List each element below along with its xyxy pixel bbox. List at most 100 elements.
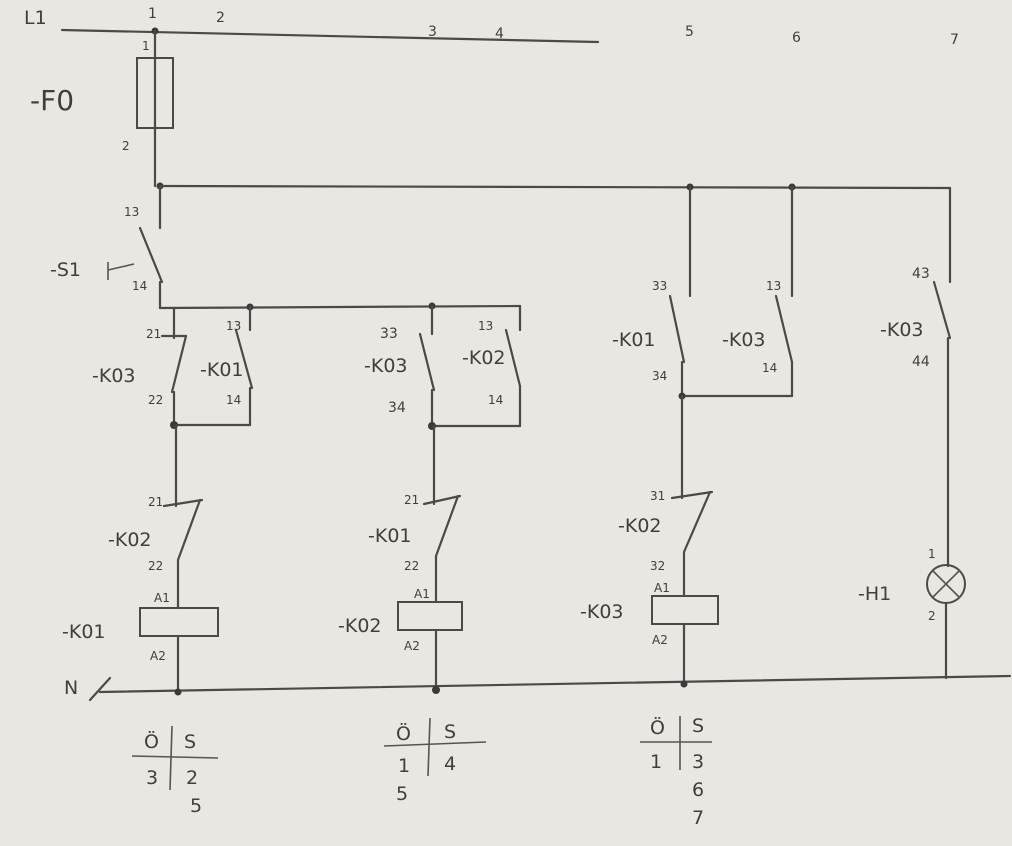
terminal-label: 21 bbox=[146, 327, 161, 341]
supply-rails: L1 N bbox=[24, 7, 1012, 702]
contact-blade bbox=[682, 490, 712, 554]
phase-rail bbox=[60, 28, 600, 44]
contact-tag: -K03 bbox=[92, 365, 136, 387]
table-cell: 2 bbox=[186, 767, 198, 789]
table-cell: 3 bbox=[692, 751, 704, 773]
table-divider bbox=[169, 725, 173, 791]
column-number: 2 bbox=[216, 10, 225, 26]
contact-blade bbox=[774, 294, 794, 364]
contact-blade bbox=[932, 280, 952, 340]
terminal-label: 21 bbox=[404, 493, 419, 507]
phase-label: L1 bbox=[24, 7, 47, 29]
table-rule bbox=[383, 741, 487, 747]
terminal-label: 34 bbox=[388, 400, 406, 416]
terminal-label: A1 bbox=[414, 587, 430, 601]
table-head-right: S bbox=[444, 721, 456, 743]
junction-dot bbox=[174, 688, 182, 696]
table-cell: 1 bbox=[650, 751, 662, 773]
terminal-label: 1 bbox=[928, 547, 936, 561]
contact-blade bbox=[434, 494, 460, 558]
contact-tag: -K02 bbox=[462, 347, 506, 369]
path-1: -K03 21 22 -K01 13 14 -K02 21 22 -K01 A1… bbox=[62, 305, 254, 817]
table-cell: 3 bbox=[146, 767, 158, 789]
neutral-rail bbox=[98, 674, 1012, 694]
table-head-left: Ö bbox=[396, 722, 411, 745]
junction-dot bbox=[680, 680, 688, 688]
contact-tag: -K01 bbox=[200, 359, 244, 381]
neutral-label: N bbox=[64, 677, 78, 699]
button-tag: -S1 bbox=[50, 259, 81, 281]
actuator-mark bbox=[107, 263, 135, 271]
terminal-label: 14 bbox=[226, 393, 241, 407]
terminal-label: 14 bbox=[132, 279, 147, 293]
terminal-label: A1 bbox=[654, 581, 670, 595]
terminal-label: 22 bbox=[148, 393, 163, 407]
terminal-label: A2 bbox=[652, 633, 668, 647]
path-4: -K03 43 44 -H1 1 2 bbox=[858, 186, 966, 680]
contact-tag: -K02 bbox=[108, 529, 152, 551]
table-cell: 4 bbox=[444, 753, 456, 775]
terminal-label: 33 bbox=[652, 279, 667, 293]
switch-blade bbox=[138, 226, 164, 284]
column-number: 6 bbox=[792, 30, 801, 46]
contact-blade bbox=[176, 498, 202, 562]
neutral-tick bbox=[88, 676, 112, 702]
terminal-label: 13 bbox=[226, 319, 241, 333]
terminal-label: 22 bbox=[404, 559, 419, 573]
nc-contact-bar bbox=[162, 498, 204, 508]
column-number: 5 bbox=[685, 24, 694, 40]
table-cell: 7 bbox=[692, 807, 704, 829]
terminal-label: 2 bbox=[928, 609, 936, 623]
fuse-f0: -F0 1 2 bbox=[30, 27, 174, 190]
terminal-label: A1 bbox=[154, 591, 170, 605]
terminal-label: 13 bbox=[478, 319, 493, 333]
table-cell: 1 bbox=[398, 755, 410, 777]
contact-tag: -K01 bbox=[368, 525, 412, 547]
path-2: -K03 33 34 -K02 13 14 -K01 21 22 -K02 A1… bbox=[338, 304, 522, 805]
contact-tag: -K03 bbox=[364, 355, 408, 377]
column-number: 1 bbox=[148, 6, 157, 22]
column-numbers: 1 2 3 4 5 6 7 bbox=[148, 6, 959, 48]
terminal-label: 33 bbox=[380, 326, 398, 342]
contact-blade bbox=[668, 294, 686, 364]
lamp-cross bbox=[931, 569, 961, 599]
nc-contact-bar bbox=[422, 494, 462, 506]
table-head-right: S bbox=[184, 731, 196, 753]
terminal-label: 44 bbox=[912, 354, 930, 370]
contact-table: Ö S 1 3 6 7 bbox=[640, 715, 712, 829]
contact-blade bbox=[418, 332, 436, 392]
contact-tag: -K02 bbox=[618, 515, 662, 537]
table-cell: 6 bbox=[692, 779, 704, 801]
table-rule bbox=[131, 755, 219, 759]
terminal-label: 43 bbox=[912, 266, 930, 282]
table-head-left: Ö bbox=[650, 716, 665, 739]
terminal-label: 13 bbox=[766, 279, 781, 293]
nc-contact-bar bbox=[670, 490, 714, 500]
coil-tag: -K01 bbox=[62, 621, 106, 643]
table-divider bbox=[427, 717, 431, 777]
table-head-right: S bbox=[692, 715, 704, 737]
junction-dot bbox=[432, 686, 440, 694]
terminal-label: 22 bbox=[148, 559, 163, 573]
terminal-label: 14 bbox=[762, 361, 777, 375]
table-cell: 5 bbox=[190, 795, 202, 817]
terminal-label: 2 bbox=[122, 139, 130, 153]
contact-tag: -K01 bbox=[612, 329, 656, 351]
terminal-label: 1 bbox=[142, 39, 150, 53]
contact-blade bbox=[234, 328, 254, 390]
contact-tag: -K03 bbox=[880, 319, 924, 341]
coil-symbol bbox=[397, 601, 463, 631]
contact-table: Ö S 3 2 5 bbox=[131, 725, 219, 817]
distribution-line bbox=[158, 184, 952, 190]
table-head-left: Ö bbox=[144, 730, 159, 753]
coil-tag: -K02 bbox=[338, 615, 382, 637]
control-bus bbox=[158, 304, 522, 310]
terminal-label: 32 bbox=[650, 559, 665, 573]
start-button-s1: -S1 13 14 bbox=[50, 184, 164, 310]
path-3: -K01 33 34 -K03 13 14 -K02 31 32 -K03 A1… bbox=[580, 185, 794, 829]
contact-blade bbox=[170, 334, 188, 394]
terminal-label: 14 bbox=[488, 393, 503, 407]
coil-tag: -K03 bbox=[580, 601, 624, 623]
